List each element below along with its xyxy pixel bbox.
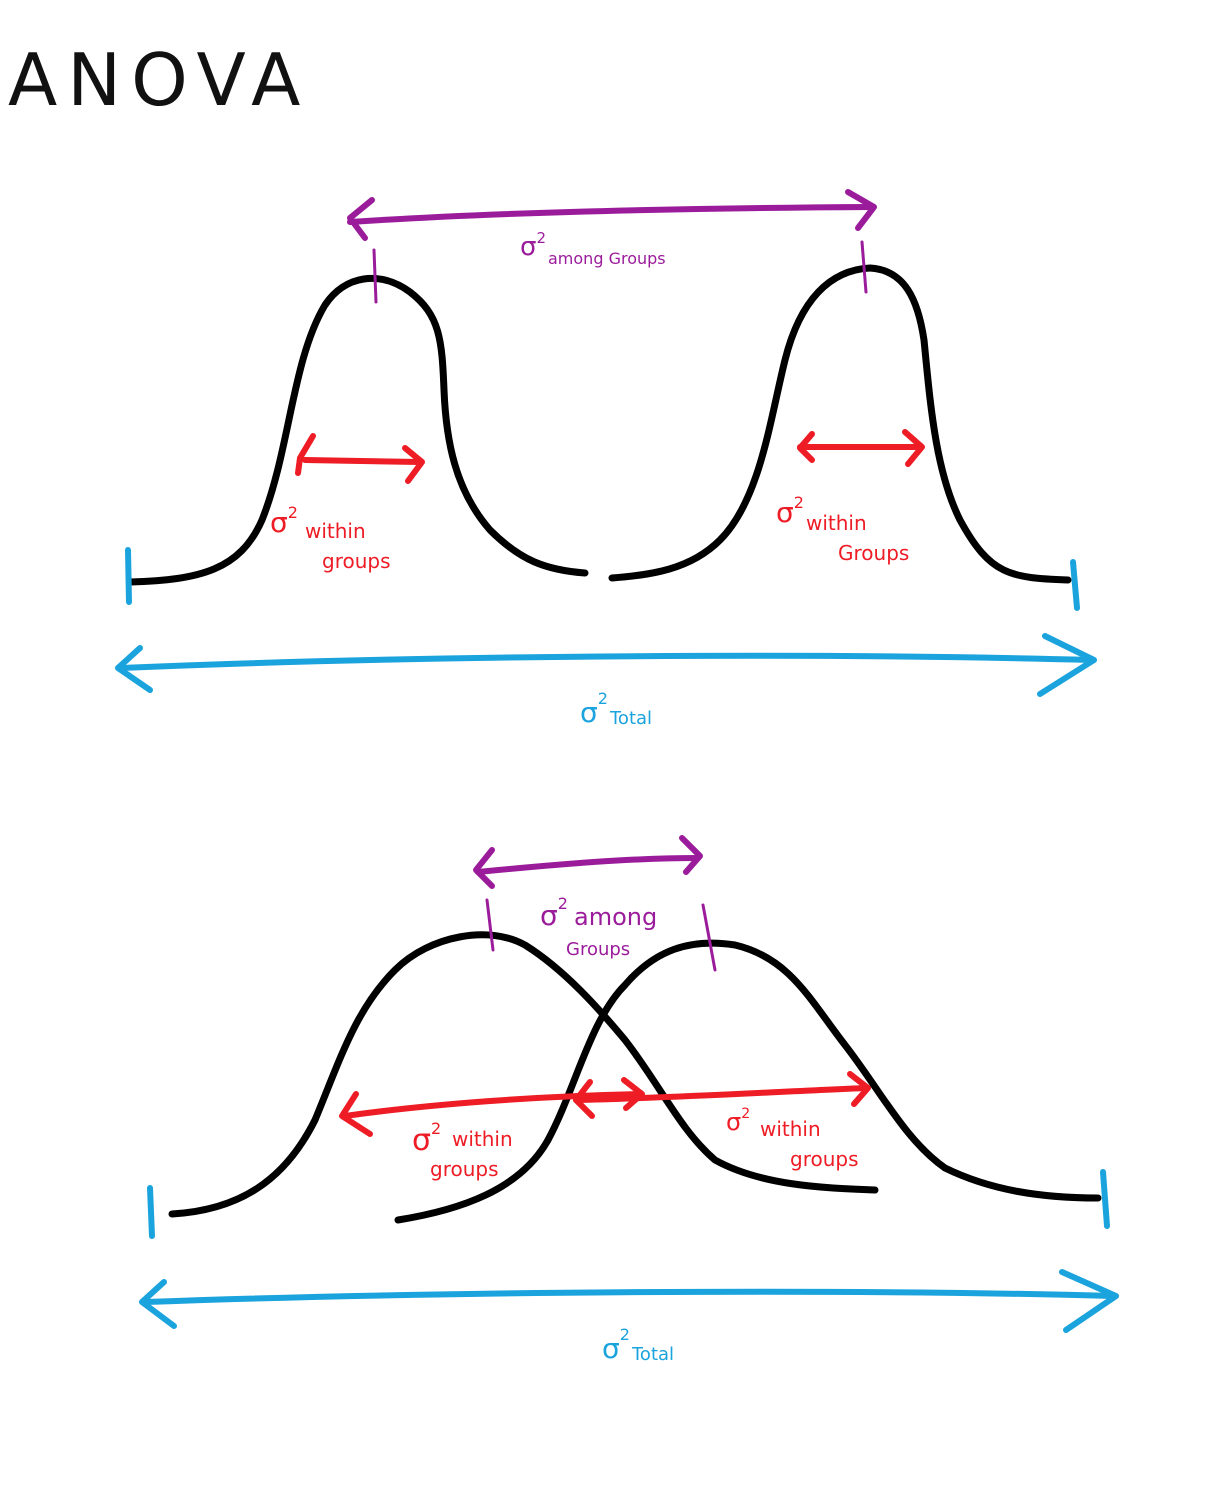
- top-left-within-arrow: [302, 457, 423, 465]
- top-total-arrow: [119, 652, 1095, 671]
- bottom-left-within-sigma: σ2: [412, 1119, 441, 1158]
- top-right-within-label-line2: Groups: [838, 541, 909, 565]
- top-among-sigma: σ2: [520, 229, 546, 262]
- top-left-range-tick: [125, 547, 132, 605]
- bottom-right-range-tick: [1100, 1169, 1110, 1229]
- top-right-within-arrowhead-left: [797, 431, 815, 463]
- bottom-left-within-arrowhead-right: [621, 1077, 645, 1111]
- top-among-arrowhead-right: [845, 189, 877, 231]
- top-total-label: Total: [609, 708, 652, 729]
- bottom-right-within-arrowhead-left: [573, 1079, 595, 1119]
- top-left-curve: [126, 275, 589, 586]
- top-total-arrowhead-right: [1037, 633, 1097, 697]
- top-among-arrowhead-left: [347, 197, 375, 241]
- bottom-left-curve: [168, 931, 879, 1218]
- bottom-right-within-arrowhead-right: [847, 1071, 871, 1107]
- top-right-range-tick: [1070, 559, 1080, 611]
- top-total-sigma: σ2: [580, 689, 608, 729]
- top-right-within-arrowhead-right: [902, 429, 925, 467]
- top-right-curve: [608, 264, 1072, 584]
- bottom-among-arrow: [475, 855, 701, 875]
- bottom-diagram: σ2 among Groups σ2 within groups σ2 with…: [139, 835, 1119, 1365]
- bottom-total-arrowhead-right: [1059, 1269, 1119, 1333]
- bottom-right-mean-tick: [701, 903, 717, 972]
- top-right-within-sigma: σ2: [776, 493, 804, 529]
- top-total-arrowhead-left: [115, 645, 153, 693]
- bottom-among-arrowhead-right: [679, 835, 703, 875]
- bottom-right-within-label-line2: groups: [790, 1147, 859, 1171]
- top-left-mean-tick: [372, 248, 378, 304]
- bottom-total-arrowhead-left: [139, 1279, 177, 1329]
- bottom-right-within-label-line1: within: [760, 1117, 821, 1141]
- bottom-right-curve: [394, 939, 1102, 1224]
- bottom-left-within-arrowhead-left: [339, 1091, 373, 1137]
- top-among-arrow: [347, 204, 875, 225]
- bottom-right-within-sigma: σ2: [726, 1106, 750, 1136]
- bottom-among-label-line2: Groups: [566, 939, 630, 960]
- bottom-total-sigma: σ2: [602, 1325, 630, 1365]
- bottom-total-arrow: [143, 1288, 1117, 1305]
- top-right-mean-tick: [860, 240, 868, 294]
- top-left-within-sigma: σ2: [270, 503, 298, 539]
- bottom-among-label-line1: among: [574, 903, 657, 931]
- top-among-label: among Groups: [548, 249, 666, 268]
- top-left-within-arrowhead-right: [402, 445, 425, 484]
- page-title: ANOVA: [8, 38, 310, 122]
- top-left-within-label-line1: within: [305, 519, 366, 543]
- top-right-within-label-line1: within: [806, 511, 867, 535]
- bottom-left-mean-tick: [485, 898, 495, 952]
- bottom-among-sigma: σ2: [540, 894, 568, 932]
- bottom-left-within-label-line2: groups: [430, 1157, 499, 1181]
- bottom-among-arrowhead-left: [473, 847, 495, 889]
- bottom-left-within-arrow: [342, 1091, 643, 1119]
- bottom-left-range-tick: [147, 1185, 155, 1239]
- bottom-right-within-arrow: [573, 1085, 869, 1103]
- bottom-left-within-label-line1: within: [452, 1127, 513, 1151]
- bottom-total-label: Total: [631, 1344, 674, 1365]
- top-left-within-arrowhead-left: [295, 433, 316, 476]
- top-left-within-label-line2: groups: [322, 549, 391, 573]
- top-diagram: σ2 among Groups σ2 within groups σ2 with…: [115, 189, 1097, 729]
